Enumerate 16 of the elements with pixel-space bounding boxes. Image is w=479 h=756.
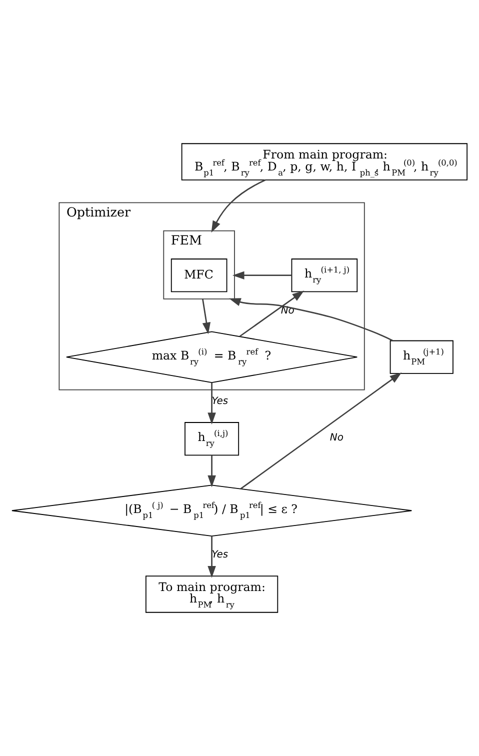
arrow — [240, 372, 402, 490]
node-box: MFC — [170, 258, 228, 292]
edge-label: Yes — [212, 396, 228, 408]
node-diamond: |(B$_{p1}$$^{( j)}$ − B$_{p1}$$^{ref}$) / B$_{p1}$$^{ref}$| ≤ ε ? — [12, 484, 412, 537]
arrow — [208, 455, 216, 488]
edge-label: Yes — [212, 550, 228, 561]
node-box: To main program: h$_{PM}$, h$_{ry}$ — [145, 576, 278, 613]
arrow — [232, 271, 292, 280]
arrow — [208, 382, 216, 424]
arrow — [228, 298, 394, 342]
arrow — [239, 290, 304, 337]
arrow — [211, 179, 266, 233]
node-diamond: max B$_{ry}$$^{(i)}$ = B$_{ry}$$^{ref}$ ? — [66, 331, 358, 383]
arrow — [202, 298, 211, 334]
edge-label: No — [330, 432, 344, 444]
arrow — [208, 536, 216, 578]
